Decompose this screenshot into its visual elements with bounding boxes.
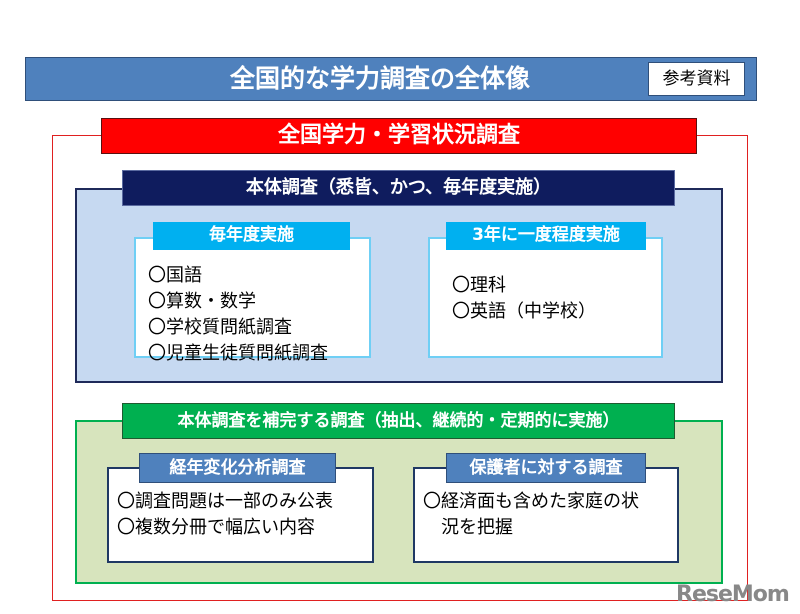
list-item: 〇複数分冊で幅広い内容: [117, 517, 315, 538]
survey-title: 全国学力・学習状況調査: [101, 118, 697, 154]
triennial-box: 〇理科 〇英語（中学校）: [428, 237, 663, 358]
list-item: 〇学校質問紙調査: [148, 317, 292, 338]
list-item: 況を把握: [423, 517, 513, 538]
supplementary-header: 本体調査を補完する調査（抽出、継続的・定期的に実施）: [122, 403, 675, 439]
list-item: 〇調査問題は一部のみ公表: [117, 491, 333, 512]
page-title: 全国的な学力調査の全体像: [229, 64, 530, 93]
title-bar: [25, 57, 757, 101]
guardian-box: 〇経済面も含めた家庭の状 況を把握: [413, 467, 679, 563]
annual-box: 〇国語 〇算数・数学 〇学校質問紙調査 〇児童生徒質問紙調査: [134, 237, 371, 364]
list-item: 〇英語（中学校）: [452, 301, 596, 322]
list-item: 〇児童生徒質問紙調査: [148, 343, 328, 364]
list-item: 〇国語: [148, 265, 202, 286]
guardian-header: 保護者に対する調査: [446, 453, 646, 483]
watermark-logo: ReseMom: [676, 582, 790, 607]
list-item: 〇理科: [452, 275, 506, 296]
trend-header: 経年変化分析調査: [139, 453, 336, 483]
list-item: 〇経済面も含めた家庭の状: [423, 491, 639, 512]
triennial-header: 3年に一度程度実施: [446, 222, 646, 250]
main-survey-header: 本体調査（悉皆、かつ、毎年度実施）: [122, 170, 675, 206]
annual-header: 毎年度実施: [153, 222, 350, 250]
list-item: 〇算数・数学: [148, 291, 256, 312]
reference-label: 参考資料: [648, 62, 745, 96]
